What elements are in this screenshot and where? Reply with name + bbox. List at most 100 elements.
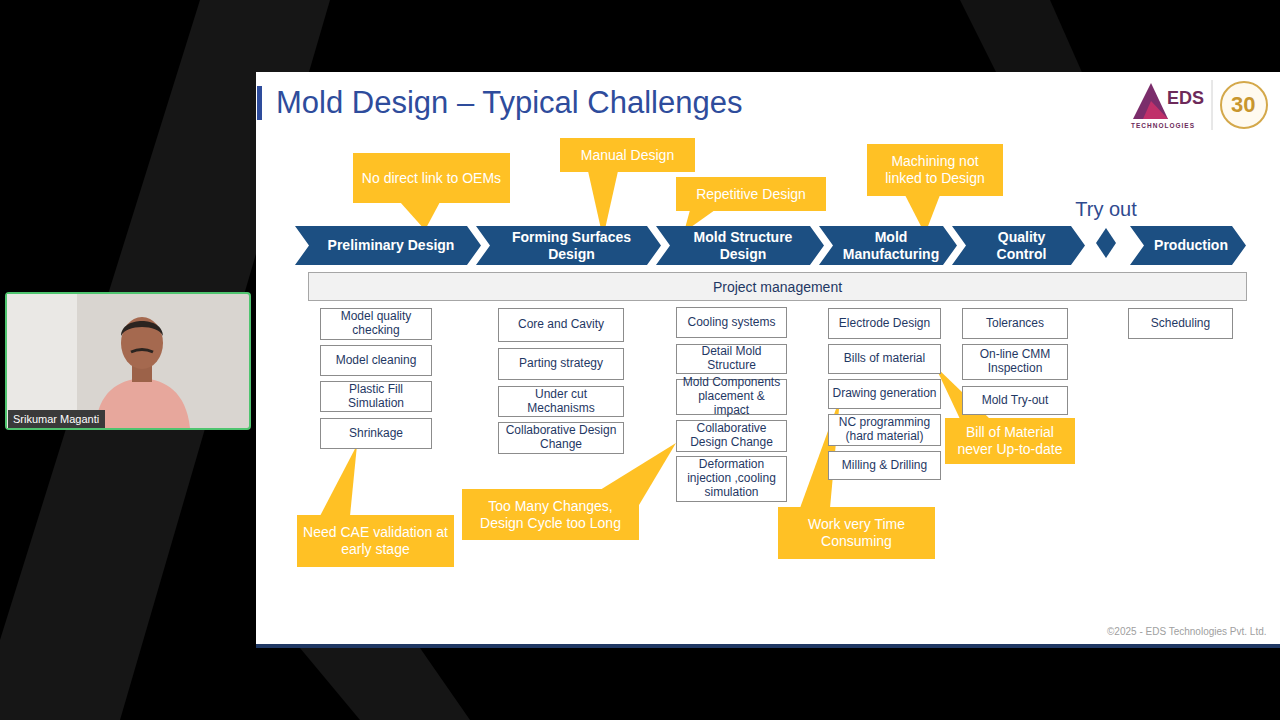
task-box: Drawing generation — [828, 379, 941, 409]
task-box: Mold Try-out — [962, 386, 1068, 415]
callout-tail — [320, 445, 357, 516]
node-text: Repetitive Design — [696, 186, 806, 203]
challenge-callout: Repetitive Design — [676, 177, 826, 211]
task-box: Electrode Design — [828, 308, 941, 339]
node-text: Detail Mold Structure — [680, 345, 783, 373]
challenge-callout: Machining not linked to Design — [867, 144, 1003, 196]
anniversary-number: 30 — [1231, 92, 1255, 118]
slide-background — [256, 72, 1280, 648]
logo-triangle-facet — [1143, 101, 1168, 119]
process-step: Preliminary Design — [295, 226, 481, 265]
node-text: Machining not linked to Design — [873, 153, 997, 187]
task-box: Collaborative Design Change — [676, 420, 787, 452]
task-box: Under cut Mechanisms — [498, 386, 624, 417]
diamond-fill — [1096, 228, 1116, 258]
process-step: Forming Surfaces Design — [476, 226, 661, 265]
node-text: Mold Try-out — [982, 394, 1049, 408]
node-text: Bills of material — [844, 352, 925, 366]
task-box: Bills of material — [828, 344, 941, 374]
node-text: Mold Components placement & impact — [680, 376, 783, 417]
logo-divider — [1212, 80, 1213, 130]
node-text: Mold Structure Design — [684, 229, 802, 263]
callout-tail — [400, 202, 440, 230]
process-step: Mold Manufacturing — [819, 226, 957, 265]
chevron-fill — [476, 226, 661, 265]
task-box: Mold Components placement & impact — [676, 379, 787, 415]
task-box: Plastic Fill Simulation — [320, 381, 432, 412]
node-text: Cooling systems — [687, 316, 775, 330]
video-tile — [6, 293, 250, 429]
node-text: Work very Time Consuming — [784, 516, 929, 550]
task-box: Core and Cavity — [498, 308, 624, 342]
task-box: Tolerances — [962, 308, 1068, 339]
copyright-note: ©2025 - EDS Technologies Pvt. Ltd. — [1107, 626, 1267, 637]
node-text: Electrode Design — [839, 317, 930, 331]
node-text: Project management — [713, 279, 842, 295]
task-box: NC programming (hard material) — [828, 414, 941, 446]
challenge-callout: No direct link to OEMs — [353, 153, 510, 203]
logo-text: EDS — [1167, 88, 1204, 109]
node-text: On-line CMM Inspection — [966, 348, 1064, 376]
logo-triangle — [1133, 83, 1168, 119]
node-text: Preliminary Design — [328, 237, 455, 254]
challenge-callout: Bill of Material never Up-to-date — [945, 418, 1075, 464]
chevron-fill — [952, 226, 1085, 265]
challenge-callout: Manual Design — [560, 138, 695, 172]
person-moustache — [131, 350, 153, 353]
node-text: Try out — [1075, 196, 1137, 222]
node-text: Quality Control — [984, 229, 1059, 263]
node-text: Scheduling — [1151, 317, 1210, 331]
person-head — [121, 317, 163, 369]
task-box: Model cleaning — [320, 345, 432, 376]
node-text: Under cut Mechanisms — [502, 388, 620, 416]
node-text: Core and Cavity — [518, 318, 604, 332]
task-box: Scheduling — [1128, 308, 1233, 339]
chevron-fill — [656, 226, 824, 265]
node-text: Parting strategy — [519, 357, 603, 371]
anniversary-badge — [1221, 82, 1267, 128]
speaker-name-tag: Srikumar Maganti — [8, 410, 105, 428]
node-text: Mold Manufacturing — [837, 229, 945, 263]
task-box: Model quality checking — [320, 308, 432, 340]
person-hair — [121, 321, 163, 336]
decision-diamond: Try out — [1070, 196, 1142, 262]
node-text: Srikumar Maganti — [13, 413, 99, 425]
task-box: On-line CMM Inspection — [962, 344, 1068, 380]
node-text: Bill of Material never Up-to-date — [951, 424, 1069, 458]
logo-subtext: TECHNOLOGIES — [1131, 122, 1195, 129]
node-text: Manual Design — [581, 147, 674, 164]
task-box: Milling & Drilling — [828, 451, 941, 480]
chevron-fill — [1130, 226, 1246, 265]
challenge-callout: Too Many Changes, Design Cycle too Long — [462, 489, 639, 540]
chevron-fill — [295, 226, 481, 265]
node-text: Shrinkage — [349, 427, 403, 441]
slide-footer-line — [256, 644, 1280, 648]
task-box: Parting strategy — [498, 348, 624, 380]
node-text: Plastic Fill Simulation — [324, 383, 428, 411]
task-box: Collaborative Design Change — [498, 422, 624, 454]
chevron-fill — [819, 226, 957, 265]
node-text: Collaborative Design Change — [502, 424, 620, 452]
node-text: No direct link to OEMs — [362, 170, 501, 187]
node-text: Tolerances — [986, 317, 1044, 331]
node-text: Forming Surfaces Design — [504, 229, 639, 263]
node-text: NC programming (hard material) — [832, 416, 937, 444]
node-text: Need CAE validation at early stage — [303, 524, 448, 558]
node-text: Milling & Drilling — [842, 459, 927, 473]
task-box: Deformation injection ,cooling simulatio… — [676, 456, 787, 502]
management-band: Project management — [308, 272, 1247, 301]
task-box: Cooling systems — [676, 307, 787, 338]
process-step: Production — [1130, 226, 1246, 265]
node-text: Model cleaning — [336, 354, 417, 368]
background-stroke — [300, 648, 470, 720]
slide-title: Mold Design – Typical Challenges — [276, 85, 742, 121]
node-text: Model quality checking — [324, 310, 428, 338]
process-step: Mold Structure Design — [656, 226, 824, 265]
video-wall — [7, 294, 77, 428]
node-text: Production — [1154, 237, 1228, 254]
task-box: Shrinkage — [320, 418, 432, 449]
task-box: Detail Mold Structure — [676, 344, 787, 374]
node-text: Too Many Changes, Design Cycle too Long — [468, 498, 633, 532]
node-text: Deformation injection ,cooling simulatio… — [680, 458, 783, 499]
